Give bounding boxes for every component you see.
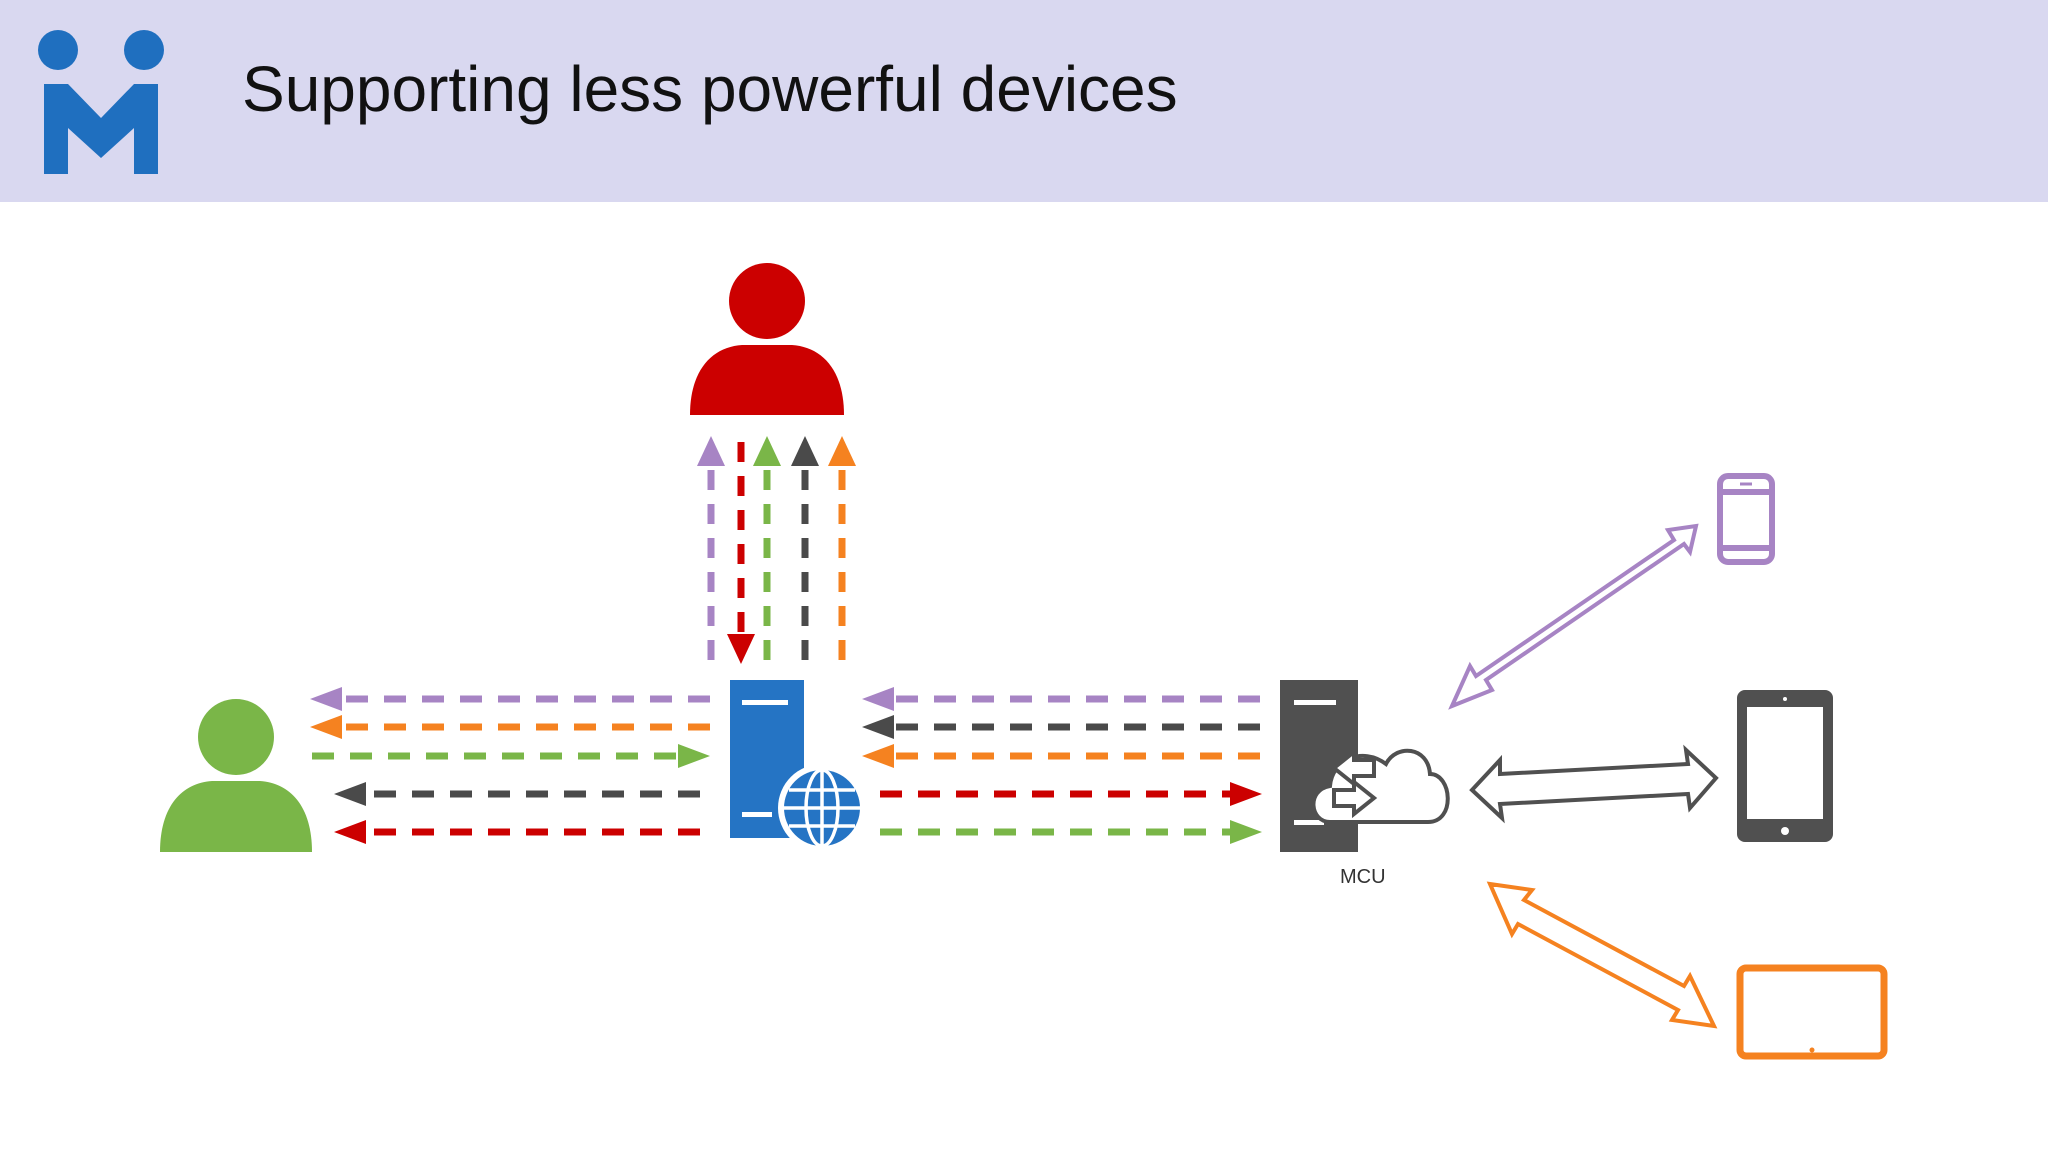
arrowhead-green-right xyxy=(678,744,710,768)
tablet-landscape-icon xyxy=(1736,964,1888,1060)
arrowhead-green-mcu xyxy=(1230,820,1262,844)
arrowhead-orange-left xyxy=(310,715,342,739)
double-arrow-tablet-landscape xyxy=(1486,881,1718,1029)
arrowhead-gray-server xyxy=(862,715,894,739)
architecture-diagram: MCU xyxy=(160,263,1888,1060)
double-arrow-tablet xyxy=(1469,744,1719,824)
arrowhead-orange-server xyxy=(862,744,894,768)
left-streams xyxy=(310,687,710,844)
arrowhead-purple-server xyxy=(862,687,894,711)
header-bar: Supporting less powerful devices xyxy=(0,0,2048,202)
green-user-icon xyxy=(160,699,312,852)
arrowhead-red-left xyxy=(334,820,366,844)
arrowhead-purple-left xyxy=(310,687,342,711)
vertical-streams xyxy=(697,436,856,664)
mcu-server-icon xyxy=(1280,680,1450,852)
smartphone-icon xyxy=(1717,473,1775,565)
arrowhead-red-mcu xyxy=(1230,782,1262,806)
arrowhead-purple xyxy=(697,436,725,466)
arrowhead-red xyxy=(727,634,755,664)
page-title: Supporting less powerful devices xyxy=(242,53,1178,125)
tablet-icon xyxy=(1737,690,1833,842)
meetecho-logo-icon xyxy=(38,30,164,174)
arrowhead-green xyxy=(753,436,781,466)
mcu-label: MCU xyxy=(1340,866,1386,888)
arrowhead-gray-left xyxy=(334,782,366,806)
red-user-icon xyxy=(690,263,844,415)
arrowhead-gray xyxy=(791,436,819,466)
web-server-icon xyxy=(730,680,866,852)
double-arrow-smartphone xyxy=(1448,523,1699,710)
arrowhead-orange xyxy=(828,436,856,466)
right-streams xyxy=(862,687,1262,844)
